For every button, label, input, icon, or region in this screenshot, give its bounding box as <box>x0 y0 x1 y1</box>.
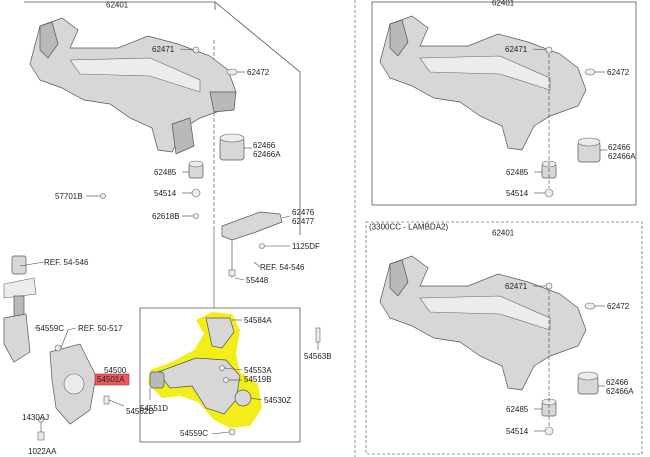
nut-62472-b <box>584 68 596 76</box>
bolt-1430aj <box>38 417 44 423</box>
bolt-1022aa <box>37 431 45 441</box>
label-54514-variant-b: 54514 <box>506 427 529 436</box>
label-54551d: 54551D <box>140 404 168 413</box>
bolt-62618b <box>193 213 199 219</box>
header-label-top-right: 62401 <box>492 0 515 8</box>
bushing-62466-b <box>577 137 601 163</box>
variant-note: (3300CC - LAMBDA2) <box>369 223 448 232</box>
label-54584a: 54584A <box>244 316 272 325</box>
label-62618b: 62618B <box>152 212 180 221</box>
label-62477: 62477 <box>292 217 315 226</box>
label-62472-variant-b: 62472 <box>607 302 630 311</box>
label-ref-50-517: REF. 50-517 <box>78 324 123 333</box>
label-54500: 54500 <box>104 366 127 375</box>
label-55448: 55448 <box>246 276 269 285</box>
label-62466-variant-a: 62466 <box>608 143 631 152</box>
frame-variant-a <box>371 1 637 206</box>
bracket-62476 <box>221 211 283 241</box>
header-label-bottom-right: 62401 <box>492 229 515 238</box>
label-62472-variant-a: 62472 <box>607 68 630 77</box>
subframe-variant-a <box>379 15 587 151</box>
label-1125df: 1125DF <box>292 242 320 251</box>
label-54559c-left: 54559C <box>36 324 64 333</box>
strut-assembly <box>3 255 37 363</box>
part-54501a-highlight <box>94 373 130 386</box>
bolt-62471-b <box>545 46 553 54</box>
bolt-62471-a <box>192 46 200 54</box>
nut-54559c-a <box>54 344 62 352</box>
subframe-main <box>29 17 237 155</box>
label-54519b: 54519B <box>244 375 272 384</box>
bushing-62466-a <box>219 133 245 161</box>
bolt-54563b <box>315 327 321 343</box>
label-54553a: 54553A <box>244 366 272 375</box>
label-1430aj: 1430AJ <box>22 413 49 422</box>
label-62485-variant-b: 62485 <box>506 405 529 414</box>
label-57701b: 57701B <box>55 192 83 201</box>
bolt-1125df <box>259 243 265 249</box>
nut-54519b <box>223 377 229 383</box>
label-54501a: 54501A <box>97 375 125 384</box>
label-1022aa: 1022AA <box>28 447 57 456</box>
leader-lines <box>19 48 607 435</box>
frame-variant-b <box>365 221 643 455</box>
washer-54514-c <box>544 426 554 436</box>
washer-54514-b <box>544 188 554 198</box>
washer-54514-a <box>191 188 201 198</box>
bolt-55448 <box>228 269 236 277</box>
label-54563b: 54563B <box>304 352 332 361</box>
label-62466a-variant-b: 62466A <box>606 387 634 396</box>
label-ref-54-546-right: REF. 54-546 <box>260 263 305 272</box>
nut-62472-a <box>226 68 238 76</box>
header-label-top-left: 62401 <box>106 1 129 10</box>
bolt-54553a <box>219 365 225 371</box>
bolt-62471-c <box>545 282 553 290</box>
bolt-54562d <box>103 395 110 405</box>
bushing-62485-a <box>188 160 204 179</box>
label-54530z: 54530Z <box>264 396 291 405</box>
bushing-62466-c <box>577 371 599 395</box>
label-62471: 62471 <box>152 45 175 54</box>
bolt-57701b <box>100 193 106 199</box>
knuckle-54500 <box>49 343 97 425</box>
label-62466: 62466 <box>253 141 276 150</box>
lower-arm-highlight <box>148 312 262 428</box>
label-62476: 62476 <box>292 208 315 217</box>
label-54559c-lower: 54559C <box>180 429 208 438</box>
label-62466-variant-b: 62466 <box>606 378 629 387</box>
frame-main <box>24 1 301 235</box>
nut-62472-c <box>584 302 596 310</box>
label-54514-variant-a: 54514 <box>506 189 529 198</box>
label-62485-variant-a: 62485 <box>506 168 529 177</box>
label-54562d: 54562D <box>126 407 154 416</box>
frame-lower-arm <box>139 307 301 443</box>
label-62466a: 62466A <box>253 150 281 159</box>
label-ref-54-546-left: REF. 54-546 <box>44 258 89 267</box>
label-62485: 62485 <box>154 168 177 177</box>
label-54514: 54514 <box>154 189 177 198</box>
label-62471-variant-a: 62471 <box>505 45 528 54</box>
label-62471-variant-b: 62471 <box>505 282 528 291</box>
label-62466a-variant-a: 62466A <box>608 152 636 161</box>
label-62472: 62472 <box>247 68 270 77</box>
nut-54559c-b <box>228 428 236 436</box>
labels: 62401 62401 (3300CC - LAMBDA2) 62401 624… <box>22 0 636 456</box>
subframe-variant-b <box>379 255 587 391</box>
